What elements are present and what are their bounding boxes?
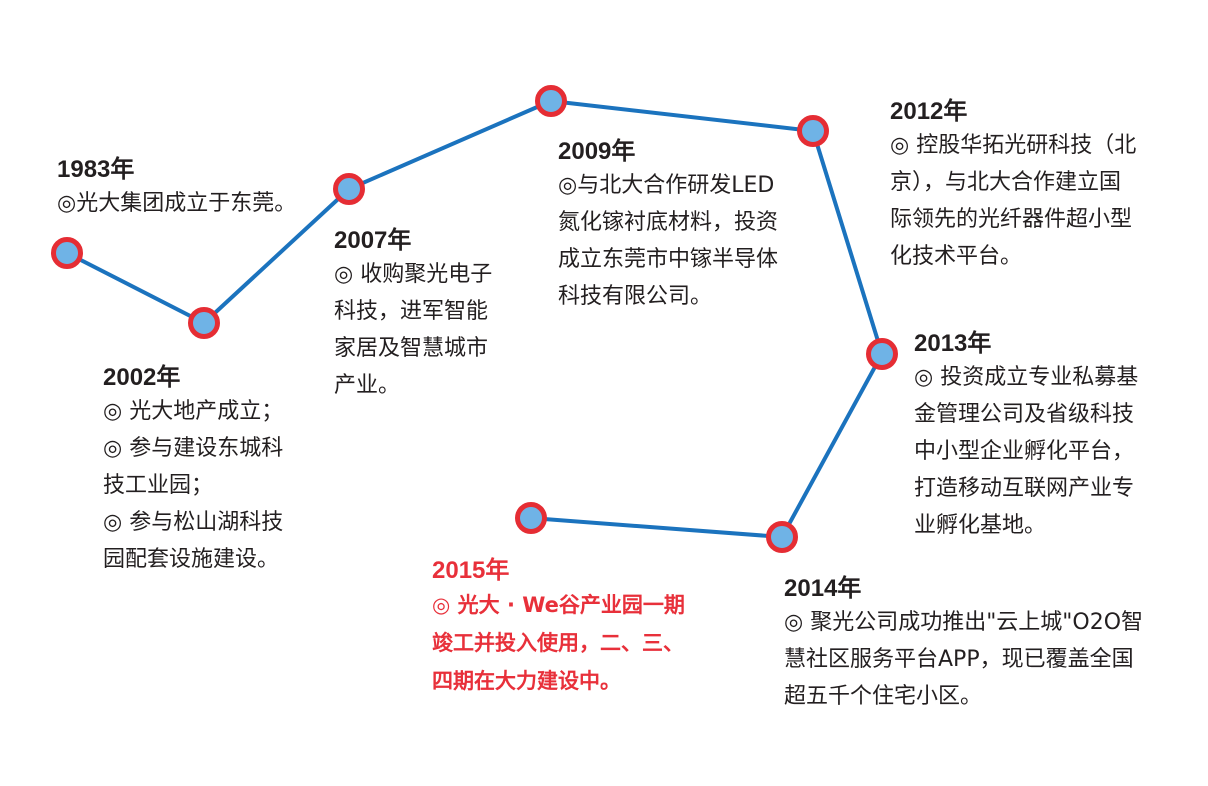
- event-year: 2009年: [558, 138, 636, 165]
- event-description: ◎ 收购聚光电子 科技，进军智能 家居及智慧城市 产业。: [334, 262, 493, 398]
- event-year: 2014年: [784, 575, 862, 602]
- timeline-line: [66, 99, 884, 539]
- event-2013: 2013年 ◎ 投资成立专业私募基 金管理公司及省级科技 中小型企业孵化平台， …: [914, 329, 1138, 544]
- event-description: ◎与北大合作研发LED 氮化镓衬底材料，投资 成立东莞市中镓半导体 科技有限公司…: [558, 173, 779, 309]
- node-2015: [515, 502, 547, 534]
- event-description: ◎ 投资成立专业私募基 金管理公司及省级科技 中小型企业孵化平台， 打造移动互联…: [914, 365, 1139, 538]
- event-2007: 2007年 ◎ 收购聚光电子 科技，进军智能 家居及智慧城市 产业。: [334, 226, 492, 404]
- event-2002: 2002年 ◎ 光大地产成立； ◎ 参与建设东城科 技工业园； ◎ 参与松山湖科…: [103, 363, 283, 578]
- event-year: 1983年: [57, 156, 135, 183]
- event-2009: 2009年 ◎与北大合作研发LED 氮化镓衬底材料，投资 成立东莞市中镓半导体 …: [558, 137, 778, 315]
- event-description: ◎ 光大 · We谷产业园一期 竣工并投入使用，二、三、 四期在大力建设中。: [432, 593, 685, 693]
- event-2014: 2014年 ◎ 聚光公司成功推出"云上城"O2O智 慧社区服务平台APP，现已覆…: [784, 574, 1143, 715]
- node-2013: [866, 338, 898, 370]
- event-description: ◎光大集团成立于东莞。: [57, 191, 297, 216]
- node-1983: [51, 237, 83, 269]
- node-2007: [333, 173, 365, 205]
- event-year: 2012年: [890, 98, 968, 125]
- event-description: ◎ 控股华拓光研科技（北 京），与北大合作建立国 际领先的光纤器件超小型 化技术…: [890, 133, 1137, 269]
- node-2014: [766, 521, 798, 553]
- node-2012: [797, 115, 829, 147]
- node-2002: [188, 307, 220, 339]
- event-description: ◎ 聚光公司成功推出"云上城"O2O智 慧社区服务平台APP，现已覆盖全国 超五…: [784, 610, 1144, 709]
- event-description: ◎ 光大地产成立； ◎ 参与建设东城科 技工业园； ◎ 参与松山湖科技 园配套设…: [103, 399, 284, 572]
- event-year: 2002年: [103, 364, 181, 391]
- node-2009: [535, 85, 567, 117]
- event-2012: 2012年 ◎ 控股华拓光研科技（北 京），与北大合作建立国 际领先的光纤器件超…: [890, 97, 1136, 275]
- event-year: 2015年: [432, 557, 510, 584]
- event-1983: 1983年 ◎光大集团成立于东莞。: [57, 155, 296, 222]
- event-year: 2007年: [334, 227, 412, 254]
- timeline-nodes: [51, 85, 898, 553]
- event-2015: 2015年 ◎ 光大 · We谷产业园一期 竣工并投入使用，二、三、 四期在大力…: [432, 556, 685, 700]
- event-year: 2013年: [914, 330, 992, 357]
